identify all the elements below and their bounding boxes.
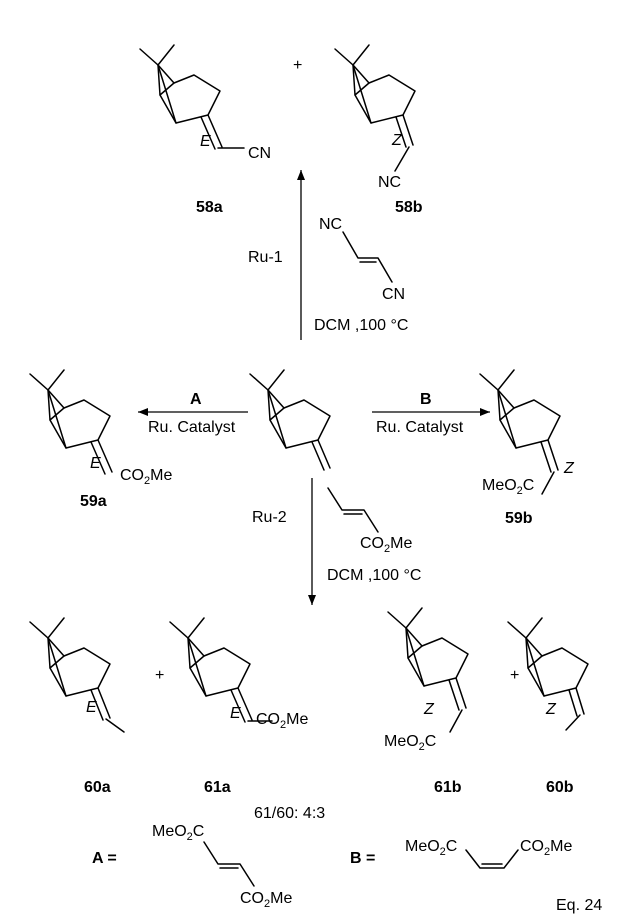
group-59a: CO2Me — [120, 467, 172, 487]
definition-a-top: MeO2C — [152, 823, 204, 843]
text-fragment: 2 — [280, 719, 286, 731]
label-60b: 60b — [546, 779, 574, 796]
ratio-text: 61/60: 4:3 — [254, 805, 325, 822]
text-fragment: Me — [550, 838, 572, 855]
methyl-crotonate-structure — [327, 487, 379, 533]
text-fragment: CO — [520, 838, 544, 855]
stereo-58a: E — [200, 133, 211, 150]
reagent-top-solvent: DCM ,100 °C — [314, 317, 408, 334]
text-fragment: Me — [150, 467, 172, 484]
group-top-cn: CN — [382, 286, 405, 303]
text-fragment: 2 — [187, 831, 193, 843]
text-fragment: CO — [240, 890, 264, 907]
definition-b-left: MeO2C — [405, 838, 457, 858]
text-fragment: Me — [286, 711, 308, 728]
beta-pinene — [249, 369, 331, 471]
compound-59a-structure — [29, 369, 113, 475]
compound-60b-structure — [507, 617, 589, 731]
stereo-59a: E — [90, 455, 101, 472]
text-fragment: 2 — [144, 475, 150, 487]
plus-60: + — [155, 667, 164, 684]
reagent-right-letter: B — [420, 391, 432, 408]
label-59a: 59a — [80, 493, 107, 510]
definition-b-label: B = — [350, 850, 375, 867]
stereo-58b: Z — [391, 132, 403, 149]
text-fragment: MeO — [152, 823, 187, 840]
stereo-60a: E — [86, 699, 97, 716]
group-58a-cn: CN — [248, 145, 271, 162]
group-61a: CO2Me — [256, 711, 308, 731]
text-fragment: C — [446, 838, 458, 855]
text-fragment: Me — [270, 890, 292, 907]
stereo-61a: E — [230, 705, 241, 722]
text-fragment: 2 — [419, 741, 425, 753]
text-fragment: 2 — [440, 846, 446, 858]
plus-61b-60b: + — [510, 667, 519, 684]
label-59b: 59b — [505, 510, 533, 527]
label-58a: 58a — [196, 199, 223, 216]
text-fragment: 2 — [517, 485, 523, 497]
reagent-top-catalyst: Ru-1 — [248, 249, 283, 266]
compound-59b-structure — [479, 369, 561, 495]
stereo-60b: Z — [545, 701, 557, 718]
text-fragment: CO — [256, 711, 280, 728]
compound-58b-structure — [334, 44, 416, 172]
text-fragment: CO — [360, 535, 384, 552]
fumarate-structure — [203, 841, 255, 887]
maleate-structure — [465, 849, 519, 869]
reagent-left-catalyst: Ru. Catalyst — [148, 419, 236, 436]
reagent-right-catalyst: Ru. Catalyst — [376, 419, 464, 436]
text-fragment: MeO — [405, 838, 440, 855]
group-58b-nc: NC — [378, 174, 401, 191]
reagent-bottom-solvent: DCM ,100 °C — [327, 567, 421, 584]
label-58b: 58b — [395, 199, 423, 216]
text-fragment: C — [193, 823, 205, 840]
definition-a-label: A = — [92, 850, 117, 867]
compound-60a-structure — [29, 617, 125, 733]
text-fragment: CO — [120, 467, 144, 484]
text-fragment: 2 — [544, 846, 550, 858]
text-fragment: 2 — [264, 898, 270, 910]
label-61b: 61b — [434, 779, 462, 796]
group-bottom-co2me: CO2Me — [360, 535, 412, 555]
label-61a: 61a — [204, 779, 231, 796]
label-60a: 60a — [84, 779, 111, 796]
text-fragment: C — [425, 733, 437, 750]
text-fragment: MeO — [384, 733, 419, 750]
stereo-61b: Z — [423, 701, 435, 718]
fumaronitrile-structure — [342, 231, 393, 283]
plus-58: + — [293, 57, 302, 74]
group-59b: MeO2C — [482, 477, 534, 497]
reagent-left-letter: A — [190, 391, 202, 408]
compound-61b-structure — [387, 607, 469, 733]
definition-b-right: CO2Me — [520, 838, 572, 858]
text-fragment: C — [523, 477, 535, 494]
compound-58a-structure — [139, 44, 245, 150]
text-fragment: MeO — [482, 477, 517, 494]
stereo-59b: Z — [563, 460, 575, 477]
group-top-nc: NC — [319, 216, 342, 233]
text-fragment: Me — [390, 535, 412, 552]
definition-a-bottom: CO2Me — [240, 890, 292, 910]
reagent-bottom-catalyst: Ru-2 — [252, 509, 287, 526]
equation-label: Eq. 24 — [556, 897, 602, 914]
group-61b: MeO2C — [384, 733, 436, 753]
text-fragment: 2 — [384, 543, 390, 555]
compound-61a-structure — [169, 617, 273, 723]
